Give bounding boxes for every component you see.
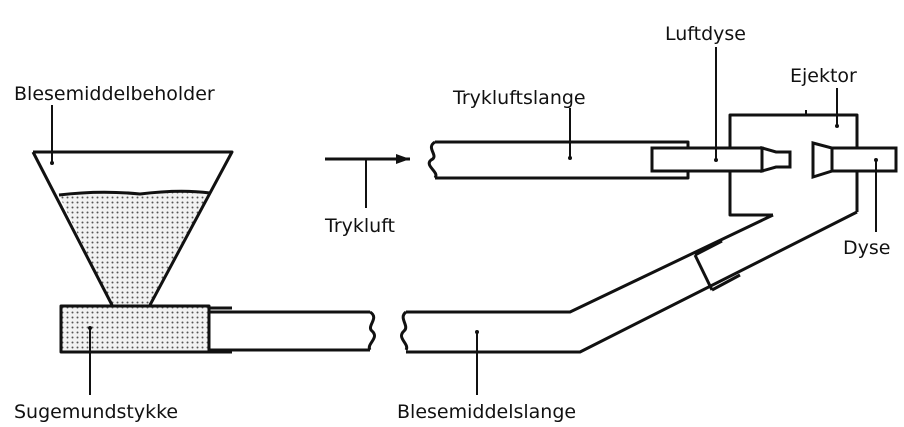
label-air-hose: Trykluftslange [452,87,586,109]
suction-nozzle [59,304,232,354]
compressed-air-hose [325,140,690,180]
blast-nozzle [811,141,898,180]
abrasive-hose-right [400,210,858,354]
leader-lines [50,47,878,395]
abrasive-hose-left [209,310,376,352]
label-air-nozzle: Luftdyse [665,23,746,45]
label-hopper: Blesemiddelbeholder [14,83,215,105]
label-compressed-air: Trykluft [324,215,395,237]
label-ejector: Ejektor [790,65,857,87]
air-nozzle [650,146,792,173]
hopper [31,150,234,306]
label-abrasive-hose: Blesemiddelslange [397,401,576,423]
label-nozzle: Dyse [843,237,890,259]
ejector [728,113,859,217]
label-suction-nozzle: Sugemundstykke [14,401,178,423]
